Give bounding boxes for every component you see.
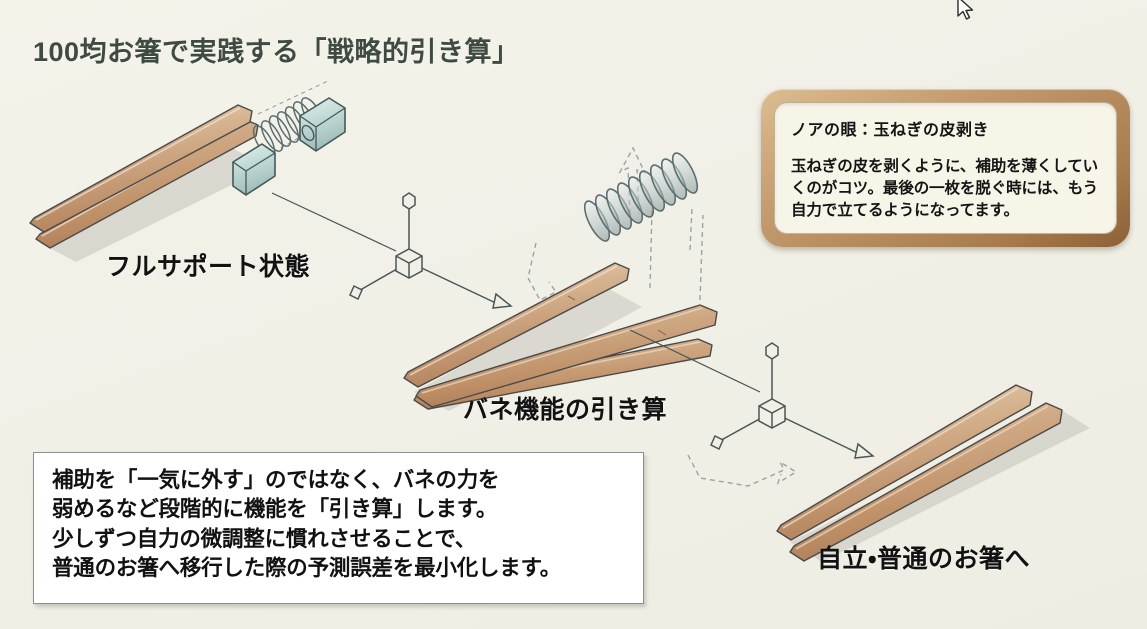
label-standalone: 自立・普通のお箸へ: [817, 545, 1031, 573]
clamp-sleeve-near: [232, 143, 276, 196]
leader-line-1: [271, 192, 397, 252]
leader-line-2: [629, 329, 761, 393]
spring-coils-1: [252, 97, 324, 157]
gizmo-hexagon-handle: [402, 192, 416, 210]
chopstick-upper-2: [403, 262, 630, 388]
gizmo-cube: [758, 398, 786, 429]
illustration-standalone: [776, 384, 1090, 562]
noah-callout-box: ノアの眼：玉ねぎの皮剥き 玉ねぎの皮を剥くように、補助を薄くしていくのがコツ。最…: [761, 89, 1130, 247]
gizmo-diamond-handle: [710, 434, 724, 451]
chopstick-lower-3: [789, 402, 1063, 562]
gizmo-arrow-handle: [854, 442, 875, 459]
mouse-pointer-icon: [957, 0, 974, 20]
summary-box: 補助を「一気に外す」のではなく、バネの力を 弱めるなど段階的に機能を「引き算」し…: [33, 452, 644, 604]
gizmo-arrow-handle: [492, 292, 513, 309]
noah-callout-heading: ノアの眼：玉ねぎの皮剥き: [791, 122, 990, 139]
axis-gizmo-left: [349, 192, 513, 309]
chopstick-lower-1: [35, 118, 259, 249]
summary-text: 補助を「一気に外す」のではなく、バネの力を 弱めるなど段階的に機能を「引き算」し…: [52, 468, 562, 581]
clamp-guide-dashes: [245, 79, 331, 169]
spring-detached: [583, 152, 699, 242]
page-title: 100均お箸で実践する「戦略的引き算」: [33, 37, 520, 67]
gizmo-diamond-handle: [349, 284, 363, 301]
label-spring-subtraction: バネ機能の引き算: [463, 396, 668, 424]
clamp-sleeve-far: [299, 97, 346, 152]
chopstick-upper-1: [29, 104, 253, 233]
noah-callout-inner: ノアの眼：玉ねぎの皮剥き 玉ねぎの皮を剥くように、補助を薄くしていくのがコツ。最…: [774, 102, 1117, 234]
illustration-full-support: [29, 79, 397, 262]
noah-callout-body: 玉ねぎの皮を剥くように、補助を薄くしていくのがコツ。最後の一枚を脱ぐ時には、もう…: [791, 158, 1099, 219]
chopstick-upper-3: [776, 384, 1033, 541]
label-full-support: フルサポート状態: [106, 253, 311, 281]
axis-gizmo-right: [710, 342, 875, 459]
gizmo-hexagon-handle: [765, 342, 779, 360]
gizmo-cube: [395, 248, 423, 279]
